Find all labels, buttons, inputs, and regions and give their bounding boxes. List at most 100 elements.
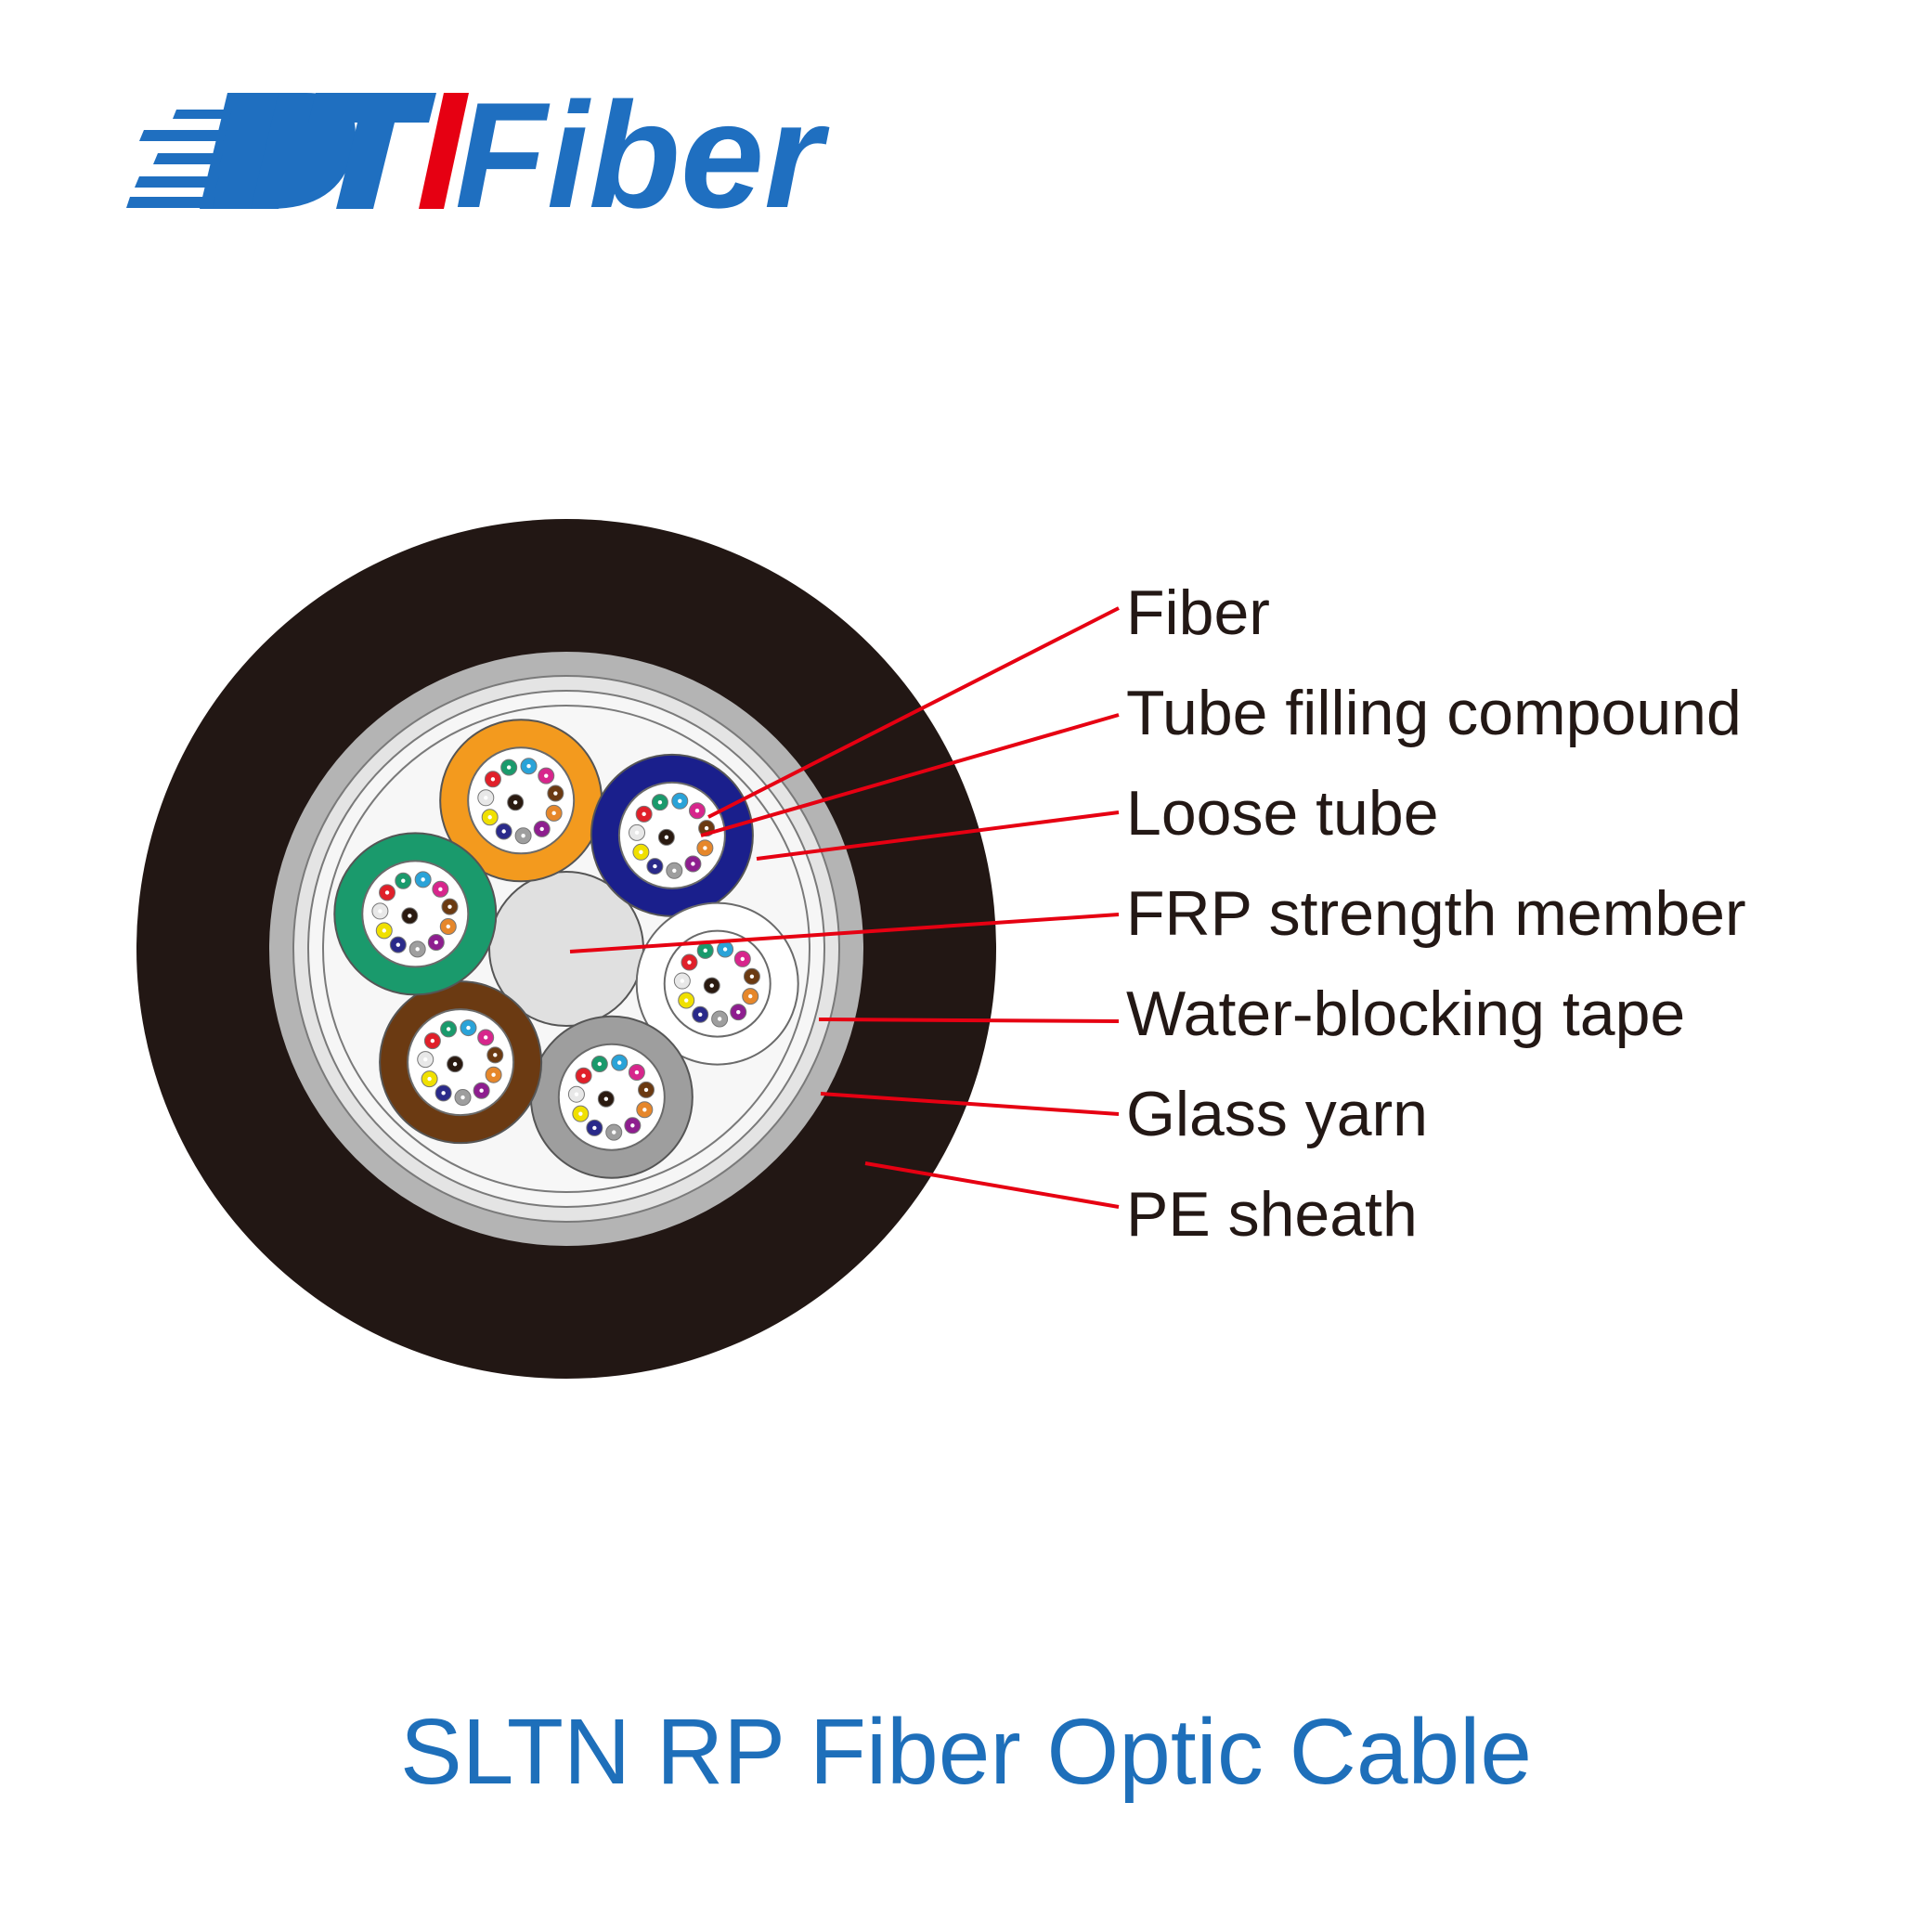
leader-line-frp-strength-member xyxy=(569,913,1120,953)
fiber xyxy=(414,871,432,888)
fiber xyxy=(597,1090,615,1108)
label-fiber: Fiber xyxy=(1126,577,1270,648)
dtifiber-logo: Fiber xyxy=(126,71,830,240)
fiber xyxy=(733,950,751,967)
fiber xyxy=(673,972,691,990)
label-tube-filling-compound: Tube filling compound xyxy=(1126,678,1742,748)
fiber xyxy=(590,1055,608,1072)
fiber xyxy=(547,784,564,802)
fiber xyxy=(743,967,760,985)
fiber xyxy=(421,1070,438,1088)
fiber xyxy=(477,1029,495,1046)
fiber xyxy=(657,828,675,846)
loose-tube xyxy=(439,719,603,883)
fiber xyxy=(447,1056,464,1073)
leader-line-tube-filling-compound xyxy=(700,713,1120,837)
fiber xyxy=(434,1084,452,1102)
fiber xyxy=(486,1046,504,1064)
fiber xyxy=(507,794,525,811)
fiber xyxy=(485,1066,502,1083)
fiber xyxy=(646,858,664,875)
fiber xyxy=(651,794,668,811)
fiber xyxy=(717,940,734,958)
fiber xyxy=(441,898,459,915)
fiber xyxy=(500,759,518,776)
fiber xyxy=(439,917,457,935)
fiber xyxy=(389,936,407,953)
label-water-blocking-tape: Water-blocking tape xyxy=(1126,979,1685,1049)
fiber xyxy=(401,907,419,925)
leader-line-pe-sheath xyxy=(864,1161,1120,1209)
fiber xyxy=(495,823,512,840)
fiber xyxy=(638,1081,655,1098)
product-caption: SLTN RP Fiber Optic Cable xyxy=(400,1700,1532,1804)
fiber xyxy=(572,1105,590,1122)
label-frp-strength-member: FRP strength member xyxy=(1126,878,1746,949)
fiber xyxy=(538,767,555,784)
leader-lines xyxy=(569,606,1120,1209)
fiber xyxy=(703,977,720,994)
fiber xyxy=(628,1064,645,1082)
fiber xyxy=(408,940,426,958)
fiber xyxy=(427,934,445,952)
fiber xyxy=(605,1123,623,1141)
loose-tube xyxy=(333,832,498,996)
label-loose-tube: Loose tube xyxy=(1126,778,1439,849)
leader-line-fiber xyxy=(707,606,1120,819)
fiber xyxy=(567,1085,585,1103)
fiber xyxy=(454,1089,472,1107)
fiber xyxy=(371,902,389,920)
fiber xyxy=(711,1010,729,1028)
loose-tube xyxy=(590,753,754,917)
fiber xyxy=(423,1032,441,1050)
fiber xyxy=(484,771,501,788)
fiber xyxy=(477,789,495,807)
fiber xyxy=(681,953,698,971)
fiber xyxy=(395,872,412,889)
logo-t-mark xyxy=(308,93,436,209)
leader-line-loose-tube xyxy=(756,810,1120,861)
loose-tube xyxy=(529,1015,694,1179)
logo-red-slash xyxy=(419,93,469,209)
logo-wordmark: Fiber xyxy=(455,71,830,240)
fiber xyxy=(629,823,646,841)
fiber xyxy=(696,839,714,857)
fiber xyxy=(460,1019,477,1037)
fiber xyxy=(432,880,449,898)
fiber xyxy=(632,843,650,861)
fiber xyxy=(696,941,714,959)
fiber xyxy=(481,809,499,826)
leader-line-glass-yarn xyxy=(820,1092,1120,1116)
fiber xyxy=(586,1119,603,1136)
fiber xyxy=(520,758,538,775)
fiber xyxy=(417,1051,434,1069)
fiber xyxy=(473,1082,490,1099)
fiber xyxy=(684,855,702,873)
fiber xyxy=(624,1117,642,1135)
fiber xyxy=(688,802,706,820)
fiber xyxy=(440,1020,458,1038)
fiber xyxy=(730,1004,747,1021)
fiber xyxy=(545,804,563,822)
loose-tube xyxy=(379,980,543,1145)
fiber xyxy=(678,992,695,1009)
fiber xyxy=(692,1005,709,1023)
fiber xyxy=(533,820,551,837)
fiber xyxy=(635,805,653,823)
labels: Fiber Tube filling compound Loose tube F… xyxy=(1126,577,1746,1250)
fiber xyxy=(514,827,532,845)
fiber xyxy=(379,884,396,901)
frp-strength-member xyxy=(488,871,644,1027)
fiber xyxy=(742,988,759,1005)
loose-tubes xyxy=(333,719,799,1179)
fiber xyxy=(636,1101,654,1119)
fiber xyxy=(575,1067,592,1084)
leader-line-water-blocking-tape xyxy=(818,1018,1120,1023)
fiber xyxy=(671,792,689,810)
fiber xyxy=(611,1054,629,1071)
label-pe-sheath: PE sheath xyxy=(1126,1179,1418,1250)
label-glass-yarn: Glass yarn xyxy=(1126,1079,1428,1149)
fiber xyxy=(375,922,393,940)
